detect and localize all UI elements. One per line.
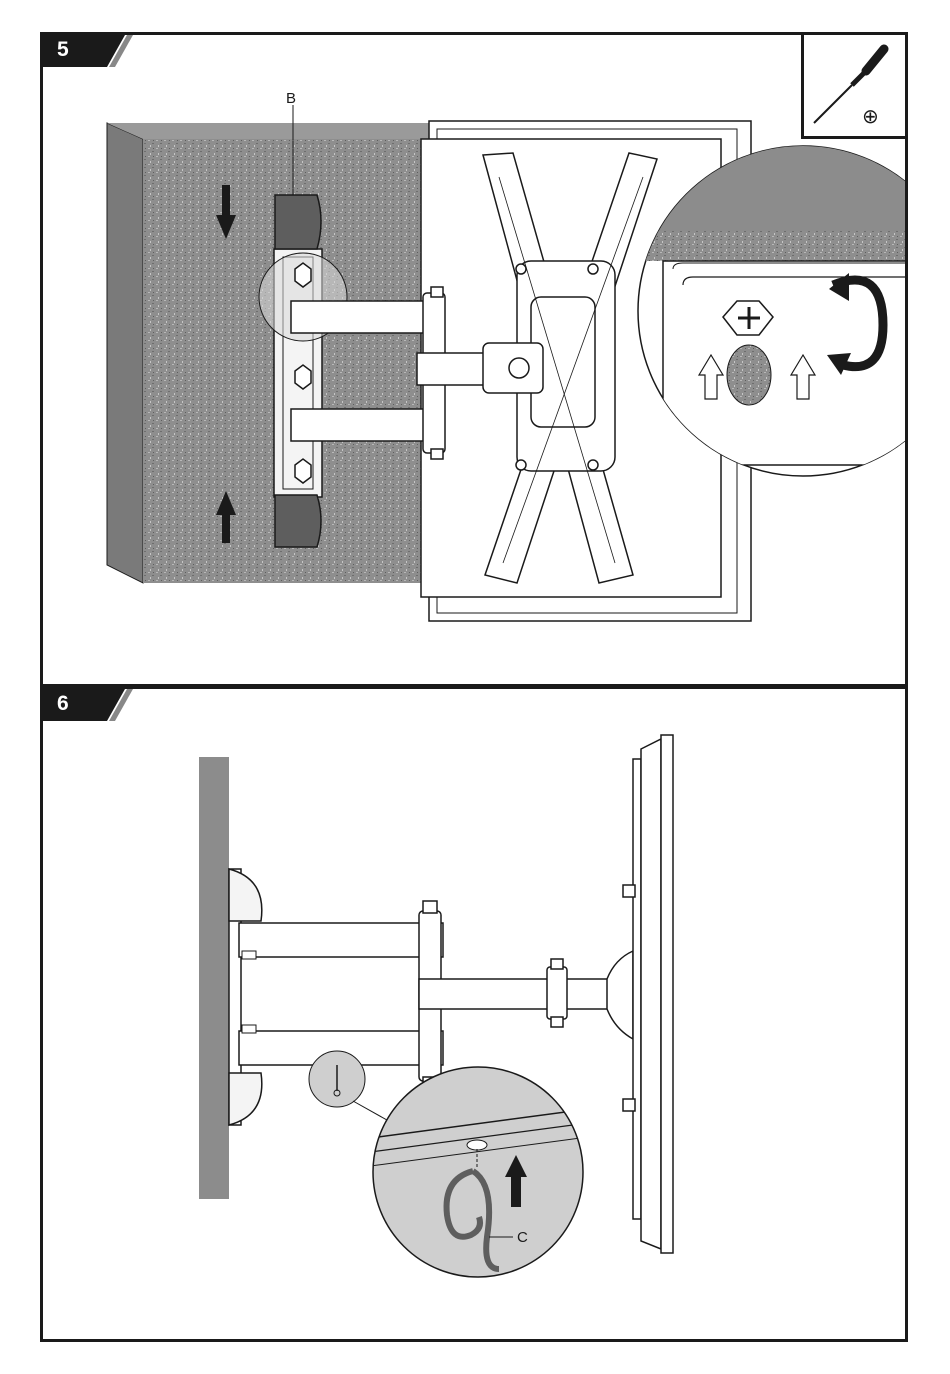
swing-arm-side	[239, 901, 633, 1089]
label-c: C	[517, 1229, 528, 1246]
step-6-illustration: C	[43, 689, 905, 1339]
zoom-detail-hook: C	[363, 1067, 603, 1277]
wall-side	[199, 757, 229, 1199]
wall-plate	[229, 869, 262, 1125]
wall-block	[107, 123, 435, 583]
bolt-cap	[242, 951, 256, 1033]
step-5-panel: 5 ⊕	[40, 32, 908, 687]
label-b: B	[286, 90, 296, 107]
step-5-illustration: B	[43, 35, 905, 684]
step-6-panel: 6	[40, 686, 908, 1342]
